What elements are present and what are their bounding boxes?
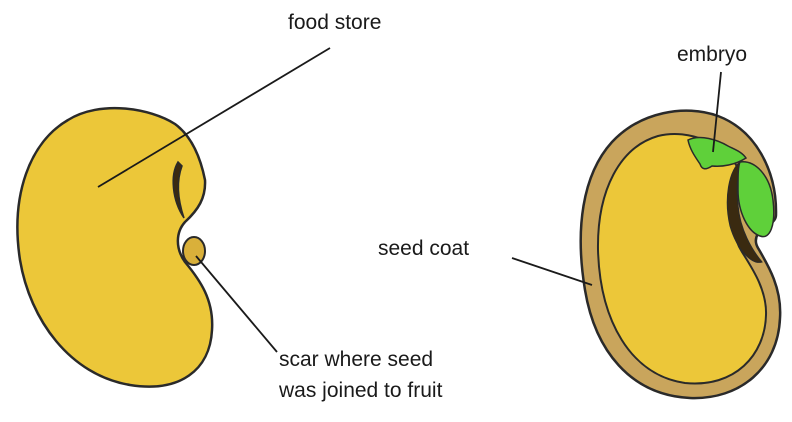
- seed-section: [581, 111, 780, 398]
- label-scar-line1: scar where seed: [279, 344, 442, 375]
- label-seed-coat: seed coat: [378, 236, 469, 261]
- label-scar-line2: was joined to fruit: [279, 375, 442, 406]
- whole-seed: [17, 108, 212, 386]
- seed-coat-leader: [512, 258, 592, 285]
- scar-hilum: [183, 237, 205, 265]
- label-embryo: embryo: [677, 42, 747, 67]
- label-food-store: food store: [288, 10, 381, 35]
- label-scar: scar where seed was joined to fruit: [279, 344, 442, 406]
